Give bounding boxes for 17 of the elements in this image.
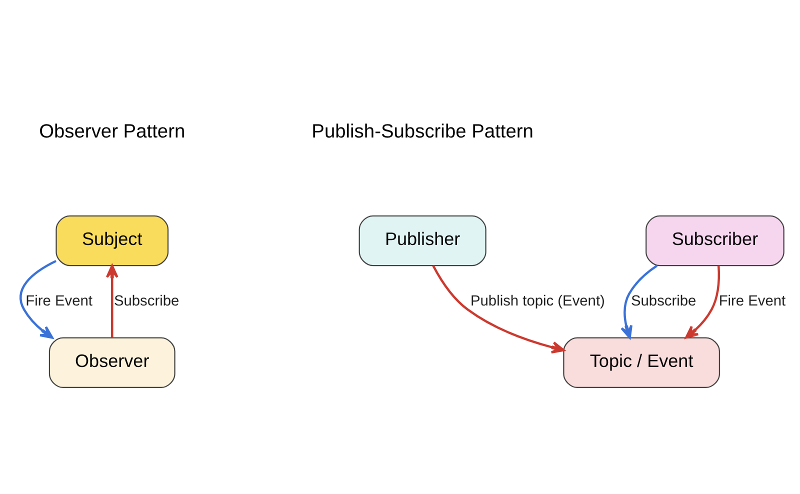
node-box: Topic / Event	[563, 336, 720, 388]
node-box: Subject	[56, 214, 169, 266]
arrow	[106, 264, 118, 338]
edge-label: Subscribe	[631, 293, 696, 310]
arrow	[432, 264, 565, 354]
arrow	[685, 265, 720, 338]
label: Publish-Subscribe Pattern	[312, 121, 534, 142]
arrow	[620, 264, 658, 338]
edge-label: Subscribe	[114, 293, 180, 310]
edge-label: Fire Event	[718, 293, 786, 310]
label: Observer Pattern	[39, 121, 186, 142]
edge-label: Fire Event	[26, 293, 92, 310]
node-box: Observer	[48, 336, 176, 388]
arrow	[20, 260, 57, 338]
edge-label: Publish topic (Event)	[470, 293, 605, 310]
node-box: Publisher	[358, 214, 486, 266]
node-box: Subscriber	[646, 214, 784, 266]
